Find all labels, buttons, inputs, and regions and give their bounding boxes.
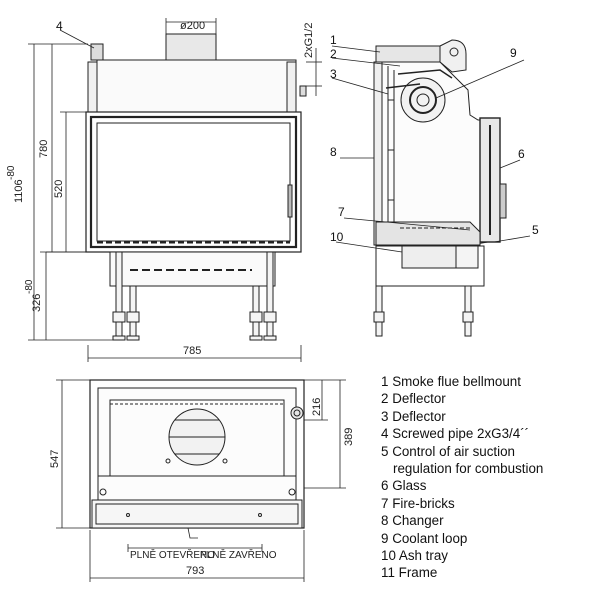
callout-6: 6 bbox=[518, 147, 525, 161]
legend-item: 6 Glass bbox=[381, 478, 427, 494]
legend-item-continuation: regulation for combustion bbox=[393, 461, 544, 477]
plan-216-label: 216 bbox=[311, 398, 323, 416]
label-fully-open: PLNĚ OTEVŘENO bbox=[130, 548, 215, 561]
legend-item: 3 Deflector bbox=[381, 408, 446, 424]
callout-3: 3 bbox=[330, 67, 337, 81]
plan-view bbox=[89, 379, 305, 539]
side-ash-tray bbox=[401, 245, 459, 269]
front-upper-body bbox=[96, 59, 297, 113]
callout-1: 1 bbox=[330, 33, 337, 47]
front-dimension-lines bbox=[28, 18, 322, 362]
total-height-label: 1106 bbox=[13, 179, 25, 203]
legend-item: 7 Fire-bricks bbox=[381, 495, 455, 511]
legend-item: 5 Control of air suction bbox=[381, 443, 515, 459]
callout-4: 4 bbox=[56, 19, 63, 33]
coolant-loop bbox=[400, 77, 446, 123]
total-height-tol: -80 bbox=[6, 165, 17, 180]
legend-item: 9 Coolant loop bbox=[381, 530, 468, 546]
label-fully-closed: PLNĚ ZAVŘENO bbox=[200, 548, 277, 561]
screwed-pipe bbox=[90, 43, 104, 61]
plan-dimension-lines bbox=[56, 379, 346, 582]
callout-8: 8 bbox=[330, 145, 337, 159]
leg-height-tol: -80 bbox=[24, 279, 35, 294]
callout-7: 7 bbox=[338, 205, 345, 219]
legend-item: 1 Smoke flue bellmount bbox=[381, 374, 521, 389]
front-glass bbox=[96, 122, 291, 242]
plan-389-label: 389 bbox=[343, 428, 355, 446]
callout-5: 5 bbox=[532, 223, 539, 237]
side-view bbox=[373, 39, 507, 337]
legend-item: 10 Ash tray bbox=[381, 548, 449, 564]
callout-2: 2 bbox=[330, 47, 337, 61]
callout-10: 10 bbox=[330, 230, 344, 244]
front-view bbox=[85, 33, 307, 341]
plan-width-label: 793 bbox=[186, 565, 204, 577]
plan-depth-label: 547 bbox=[49, 450, 61, 468]
side-flue-bellmount bbox=[375, 45, 441, 63]
legend-item: 8 Changer bbox=[381, 513, 444, 529]
parts-legend: 1 Smoke flue bellmount 2 Deflector 3 Def… bbox=[381, 373, 543, 582]
front-frame bbox=[85, 111, 302, 253]
height-520-label: 520 bbox=[53, 180, 65, 198]
legend-item: 2 Deflector bbox=[381, 391, 446, 407]
front-legs bbox=[112, 251, 277, 341]
legend-item: 4 Screwed pipe 2xG3/4´´ bbox=[381, 426, 530, 442]
callout-9: 9 bbox=[510, 46, 517, 60]
flue-collar bbox=[165, 33, 217, 61]
flue-diameter-label: ø200 bbox=[180, 20, 205, 32]
pipe-thread-label: 2xG1/2 bbox=[303, 23, 315, 58]
legend-item: 11 Frame bbox=[381, 565, 438, 581]
front-width-label: 785 bbox=[183, 345, 201, 357]
side-callout-lines bbox=[331, 45, 531, 253]
height-780-label: 780 bbox=[38, 140, 50, 158]
leg-height-label: 326 bbox=[31, 294, 43, 312]
